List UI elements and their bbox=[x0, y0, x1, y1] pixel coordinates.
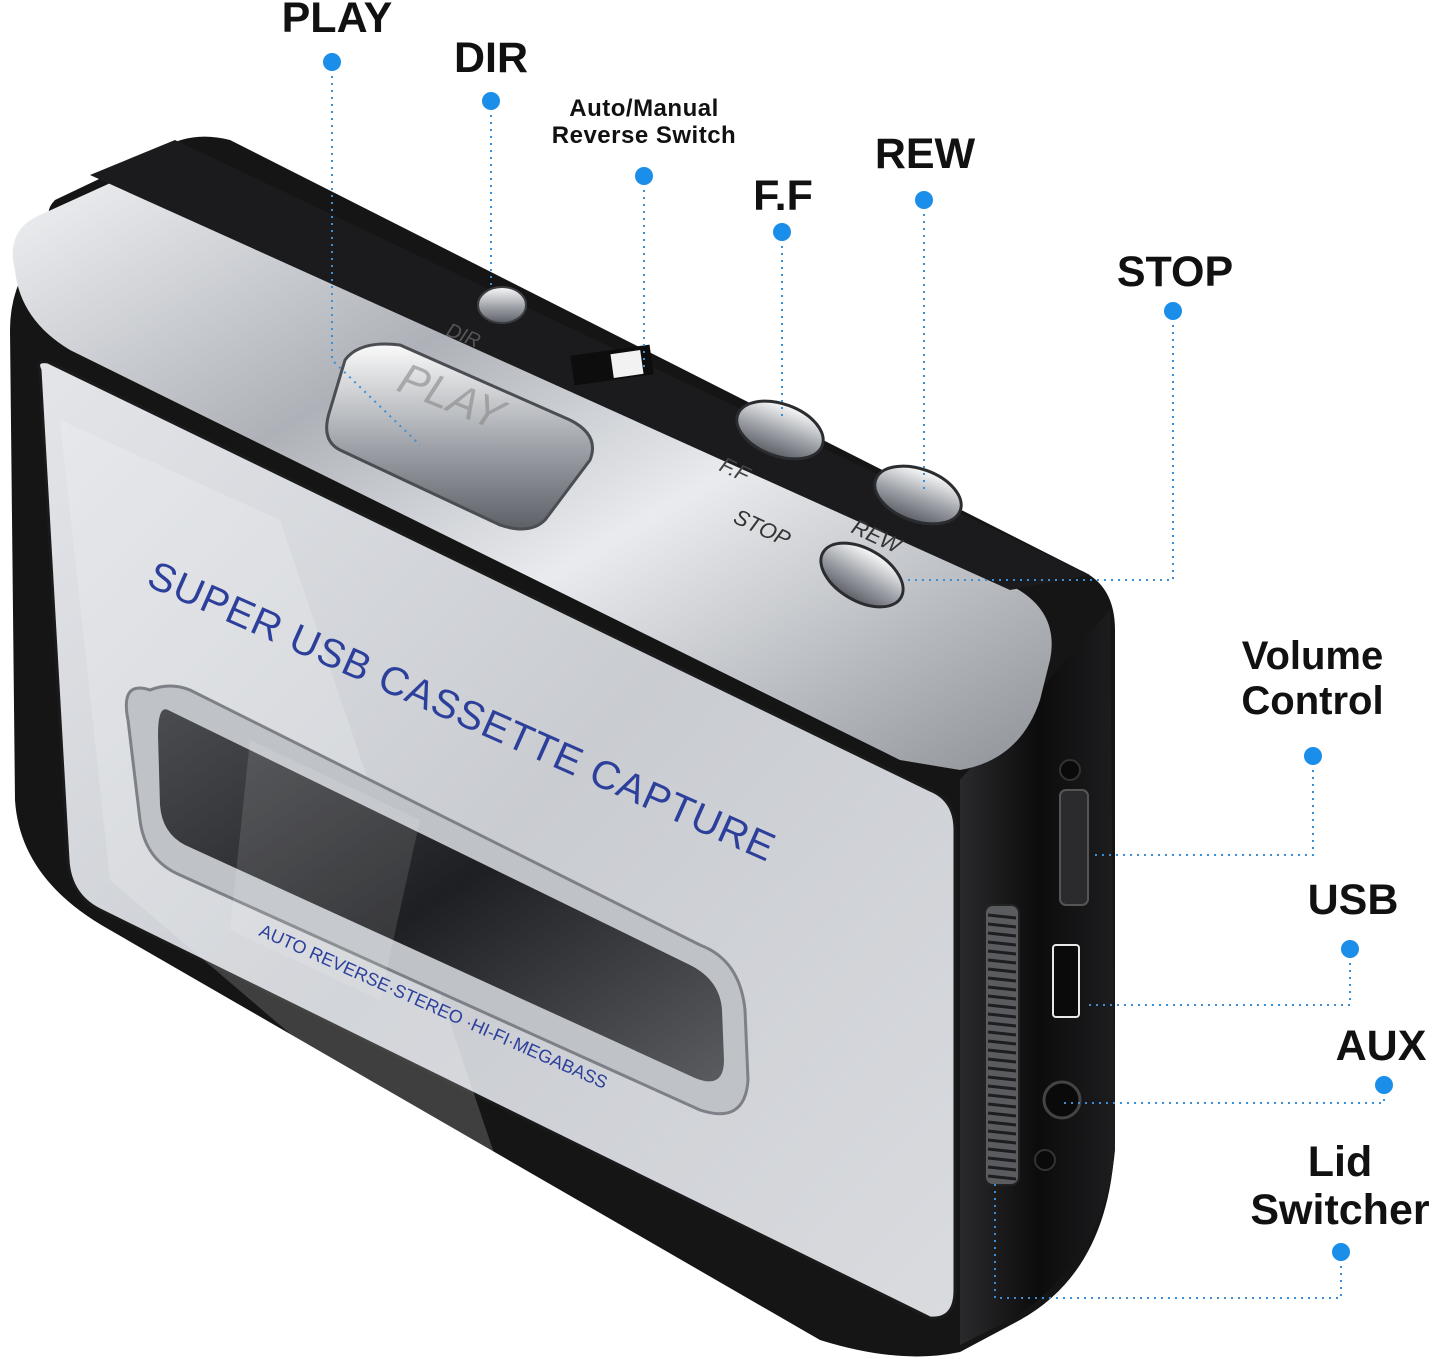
lid-ridge bbox=[987, 1174, 1017, 1181]
rew-button bbox=[873, 464, 963, 526]
lid-ridge bbox=[987, 949, 1017, 956]
lid-ridge bbox=[987, 931, 1017, 938]
stop-button bbox=[819, 541, 905, 609]
lid-ridges bbox=[987, 913, 1017, 1181]
lid-ridge bbox=[987, 967, 1017, 974]
lid-ridge bbox=[987, 1003, 1017, 1010]
dot-rew bbox=[915, 191, 933, 209]
lid-ridge bbox=[987, 1066, 1017, 1073]
dot-lid bbox=[1332, 1243, 1350, 1261]
lid-ridge bbox=[987, 1111, 1017, 1118]
lid-ridge bbox=[987, 1021, 1017, 1028]
label-aux: AUX bbox=[1335, 1022, 1427, 1070]
label-ff: F.F bbox=[753, 172, 813, 220]
callout-dots bbox=[323, 53, 1393, 1261]
label-stop: STOP bbox=[1116, 248, 1234, 296]
volume-wheel bbox=[1059, 789, 1089, 906]
dot-dir bbox=[482, 92, 500, 110]
dot-reverse bbox=[635, 167, 653, 185]
lid-ridge bbox=[987, 1030, 1017, 1037]
callout-leaders bbox=[331, 62, 1385, 1299]
label-reverse-switch: Auto/Manual Reverse Switch bbox=[551, 95, 737, 149]
leader-play bbox=[331, 62, 421, 446]
lid-ridge bbox=[987, 1039, 1017, 1046]
lid-ridge bbox=[987, 1084, 1017, 1091]
cassette-window bbox=[158, 709, 724, 1082]
label-usb: USB bbox=[1307, 876, 1399, 924]
side-hole-top bbox=[1059, 759, 1081, 781]
lid-ridge bbox=[987, 1048, 1017, 1055]
lid-ridge bbox=[987, 1093, 1017, 1100]
lid-ridge bbox=[987, 976, 1017, 983]
usb-port bbox=[1052, 944, 1080, 1018]
lid-ridge bbox=[987, 1129, 1017, 1136]
lid-ridge bbox=[987, 985, 1017, 992]
lid-ridge bbox=[987, 1138, 1017, 1145]
leader-volume bbox=[1095, 756, 1314, 856]
label-dir: DIR bbox=[453, 34, 529, 82]
lid-ridge bbox=[987, 1156, 1017, 1163]
label-lid-switcher: Lid Switcher bbox=[1250, 1138, 1430, 1235]
lid-ridge bbox=[987, 1075, 1017, 1082]
aux-jack bbox=[1042, 1080, 1082, 1120]
label-play: PLAY bbox=[281, 0, 393, 42]
window-glare bbox=[230, 740, 420, 1000]
dot-usb bbox=[1341, 940, 1359, 958]
lid-ridge bbox=[987, 922, 1017, 929]
lid-ridge bbox=[987, 913, 1017, 920]
lid-ridge bbox=[987, 1057, 1017, 1064]
dot-stop bbox=[1164, 302, 1182, 320]
lid-ridge bbox=[987, 1102, 1017, 1109]
leader-usb bbox=[1085, 949, 1351, 1006]
dot-play bbox=[323, 53, 341, 71]
lid-ridge bbox=[987, 940, 1017, 947]
ff-button bbox=[735, 399, 825, 461]
play-button bbox=[325, 342, 594, 531]
lid-ridge bbox=[987, 1012, 1017, 1019]
side-hole-bottom bbox=[1034, 1149, 1056, 1171]
leader-lid bbox=[994, 1180, 1342, 1299]
dot-ff bbox=[773, 223, 791, 241]
dot-volume bbox=[1304, 747, 1322, 765]
lid-ridge bbox=[987, 1165, 1017, 1172]
label-rew: REW bbox=[874, 130, 976, 178]
label-volume-control: Volume Control bbox=[1241, 634, 1384, 723]
lid-ridge bbox=[987, 1120, 1017, 1127]
lid-ridge bbox=[987, 1147, 1017, 1154]
dot-aux bbox=[1375, 1076, 1393, 1094]
lid-ridge bbox=[987, 958, 1017, 965]
reverse-switch-knob bbox=[610, 350, 644, 378]
lid-ridge bbox=[987, 994, 1017, 1001]
dir-button bbox=[477, 286, 527, 324]
